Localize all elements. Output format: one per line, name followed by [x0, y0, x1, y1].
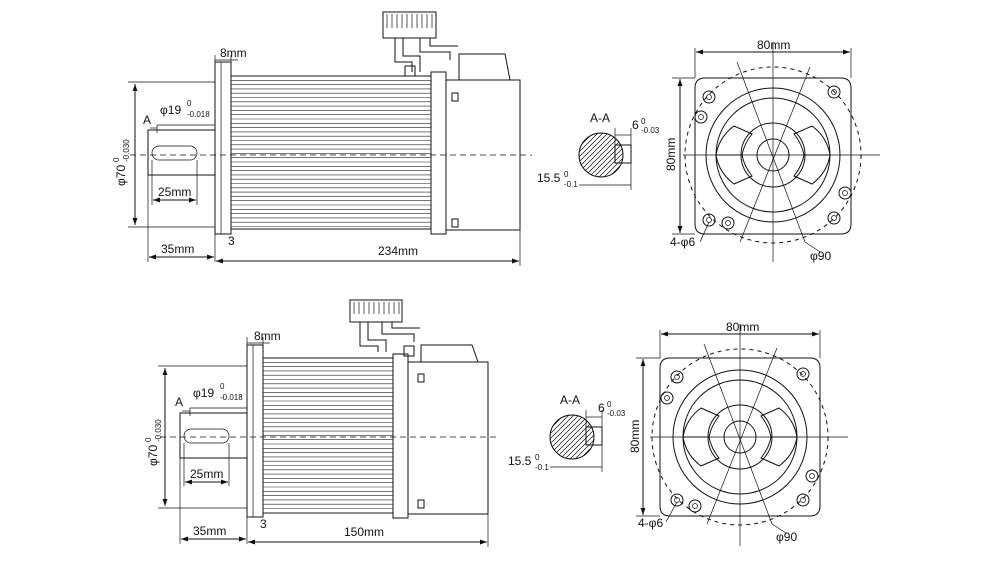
front-height-label: 80mm	[628, 420, 642, 453]
shaft-length-label: 35mm	[193, 524, 226, 538]
side-view-bottom: 8mm φ19 0 -0.018 A φ70 0 -0.030 25mm	[144, 299, 498, 547]
flange-thickness-label: 8mm	[220, 46, 247, 60]
motor-drawing-top: 8mm φ19 0 -0.018 A φ70 0 -0.030 25mm	[112, 11, 880, 266]
svg-text:0: 0	[144, 437, 153, 442]
svg-text:-0.018: -0.018	[220, 393, 243, 402]
svg-text:0: 0	[220, 382, 225, 391]
flange	[214, 61, 232, 235]
section-title: A-A	[560, 393, 580, 407]
key-depth-label: 15.5	[537, 171, 561, 185]
shaft	[179, 412, 248, 459]
rear-flange	[430, 71, 447, 235]
svg-text:0: 0	[112, 157, 121, 162]
svg-text:-0.030: -0.030	[122, 139, 131, 162]
shaft-key	[151, 145, 198, 161]
front-view-bottom: 80mm 80mm	[628, 320, 848, 546]
shaft-dia-label: φ19	[193, 386, 214, 400]
connector-box	[458, 53, 511, 81]
step-label: 3	[228, 234, 235, 248]
motor-drawing-bottom: 8mm φ19 0 -0.018 A φ70 0 -0.030 25mm	[144, 299, 848, 547]
holes-label: 4-φ6	[670, 235, 695, 249]
svg-text:-0.1: -0.1	[535, 463, 549, 472]
motor-body	[230, 75, 432, 230]
svg-text:0: 0	[564, 170, 569, 179]
key-length-label: 25mm	[190, 467, 223, 481]
shaft-length-label: 35mm	[161, 242, 194, 256]
cable-connector	[382, 11, 437, 39]
section-aa-top: A-A 6 0 -0.03 15.5 0 -0.1	[537, 111, 660, 190]
body-length-label: 234mm	[378, 244, 418, 258]
front-width-label: 80mm	[757, 38, 790, 52]
svg-text:-0.03: -0.03	[607, 409, 626, 418]
section-marker: A	[143, 113, 151, 127]
key-length-label: 25mm	[158, 185, 191, 199]
shaft	[147, 129, 216, 176]
svg-text:-0.1: -0.1	[564, 180, 578, 189]
shaft-dia-label: φ19	[160, 103, 181, 117]
shaft-key	[183, 428, 230, 444]
pcd-label: φ90	[810, 249, 831, 263]
cable-connector	[349, 299, 403, 323]
cooling-fins	[231, 80, 431, 227]
svg-text:0: 0	[641, 117, 646, 126]
front-view-top: 80mm 80mm	[664, 38, 880, 263]
front-width-label: 80mm	[726, 320, 759, 334]
step-label: 3	[260, 517, 267, 531]
svg-text:0: 0	[607, 400, 612, 409]
side-view-top: 8mm φ19 0 -0.018 A φ70 0 -0.030 25mm	[112, 11, 532, 266]
flange-outline	[659, 357, 821, 517]
svg-text:0: 0	[535, 453, 540, 462]
connector-box	[420, 344, 479, 363]
pcd-label: φ90	[776, 530, 797, 544]
mounting-holes	[694, 85, 852, 230]
svg-text:-0.030: -0.030	[154, 419, 163, 442]
flange	[246, 344, 264, 518]
mounting-holes	[660, 367, 819, 513]
flange-thickness-label: 8mm	[254, 329, 281, 343]
section-marker: A	[175, 395, 183, 409]
svg-text:0: 0	[187, 99, 192, 108]
svg-text:-0.03: -0.03	[641, 126, 660, 135]
cooling-fins	[263, 361, 393, 514]
section-title: A-A	[590, 111, 610, 125]
cable	[359, 322, 387, 352]
svg-text:-0.018: -0.018	[187, 110, 210, 119]
front-height-label: 80mm	[664, 138, 678, 171]
flange-outline	[694, 77, 852, 235]
rear-flange	[392, 353, 409, 519]
cable	[394, 38, 421, 72]
key-width-label: 6	[598, 401, 605, 415]
pilot-dia-label: φ70	[146, 445, 160, 466]
pilot-dia-label: φ70	[114, 165, 128, 186]
key-width-label: 6	[632, 118, 639, 132]
holes-label: 4-φ6	[638, 516, 663, 530]
key-depth-label: 15.5	[508, 454, 532, 468]
body-length-label: 150mm	[344, 525, 384, 539]
end-cap	[407, 361, 489, 515]
